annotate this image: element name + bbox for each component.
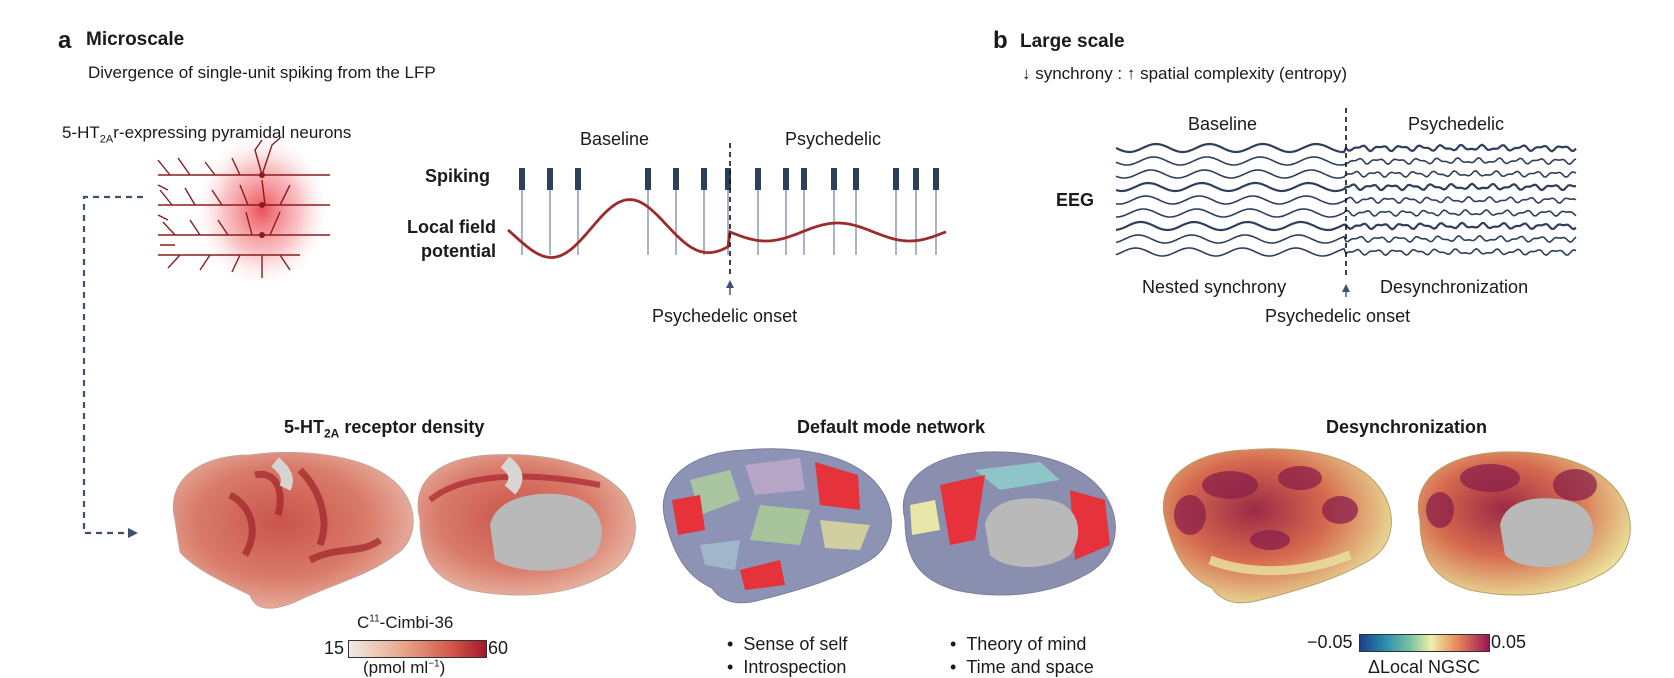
brain-receptor-medial	[417, 454, 636, 596]
spike-mark	[519, 168, 525, 190]
spike-mark	[801, 168, 807, 190]
nested-synchrony-label: Nested synchrony	[1142, 277, 1287, 297]
spike-mark	[701, 168, 707, 190]
spike-mark	[673, 168, 679, 190]
neuron-label: 5-HT2Ar-expressing pyramidal neurons	[62, 123, 352, 146]
brain-desync-medial	[1417, 451, 1631, 596]
receptor-colorbar-label: C11-Cimbi-36	[357, 613, 454, 632]
eeg-label: EEG	[1056, 190, 1095, 210]
connector-arrowhead	[128, 528, 138, 538]
spike-mark	[933, 168, 939, 190]
receptor-colorbar-max: 60	[488, 638, 509, 658]
panel-b-title: Large scale	[1020, 31, 1125, 52]
spike-raster	[519, 168, 939, 255]
spike-mark	[645, 168, 651, 190]
desync-colorbar	[1359, 634, 1490, 652]
panel-a-baseline-label: Baseline	[580, 129, 650, 149]
brain-receptor-lateral	[172, 451, 414, 609]
dmn-bullet-4: • Time and space	[950, 657, 1094, 677]
lfp-label-1: Local field	[406, 217, 496, 237]
panel-b-baseline-label: Baseline	[1188, 114, 1258, 134]
desynchronization-eeg-label: Desynchronization	[1380, 277, 1529, 297]
dmn-title: Default mode network	[797, 417, 986, 437]
spike-mark	[783, 168, 789, 190]
lfp-label-2: potential	[421, 241, 496, 261]
spike-mark	[575, 168, 581, 190]
spike-mark	[547, 168, 553, 190]
dashed-connector	[82, 195, 143, 535]
brain-dmn-lateral	[662, 448, 892, 604]
brain-desync-lateral	[1162, 448, 1392, 604]
spike-mark	[831, 168, 837, 190]
eeg-trace	[1115, 234, 1577, 244]
receptor-density-title: 5-HT2A receptor density	[284, 417, 485, 441]
eeg-trace	[1115, 181, 1577, 193]
desync-colorbar-max: 0.05	[1491, 632, 1527, 652]
desync-colorbar-label: ΔLocal NGSC	[1368, 657, 1481, 677]
spike-mark	[913, 168, 919, 190]
dmn-bullet-2: • Introspection	[727, 657, 847, 677]
panel-a-title: Microscale	[86, 29, 185, 50]
panel-b-onset-label: Psychedelic onset	[1265, 306, 1411, 326]
panel-b-psychedelic-label: Psychedelic	[1408, 114, 1505, 134]
desync-colorbar-min: −0.05	[1307, 632, 1353, 652]
lfp-trace	[507, 198, 947, 259]
panel-a-letter: a	[58, 27, 72, 54]
dmn-bullet-3: • Theory of mind	[950, 634, 1087, 654]
spike-mark	[755, 168, 761, 190]
receptor-unit: (pmol ml−1)	[363, 658, 446, 677]
neuron-glow	[192, 130, 332, 290]
panel-b-subtitle: ↓ synchrony : ↑ spatial complexity (entr…	[1022, 64, 1348, 83]
desync-title: Desynchronization	[1326, 417, 1488, 437]
spike-mark	[725, 168, 731, 190]
panel-b-letter: b	[993, 27, 1008, 54]
dmn-bullet-1: • Sense of self	[727, 634, 848, 654]
pyramidal-neurons-illustration	[157, 130, 332, 290]
receptor-colorbar	[348, 640, 487, 658]
panel-a-subtitle: Divergence of single-unit spiking from t…	[88, 63, 436, 82]
brain-dmn-medial	[902, 451, 1116, 596]
receptor-colorbar-min: 15	[324, 638, 345, 658]
panel-a-onset-label: Psychedelic onset	[652, 306, 798, 326]
eeg-trace	[1115, 220, 1577, 232]
spike-mark	[893, 168, 899, 190]
spike-mark	[853, 168, 859, 190]
panel-a-psychedelic-label: Psychedelic	[785, 129, 882, 149]
spiking-label: Spiking	[425, 166, 491, 186]
